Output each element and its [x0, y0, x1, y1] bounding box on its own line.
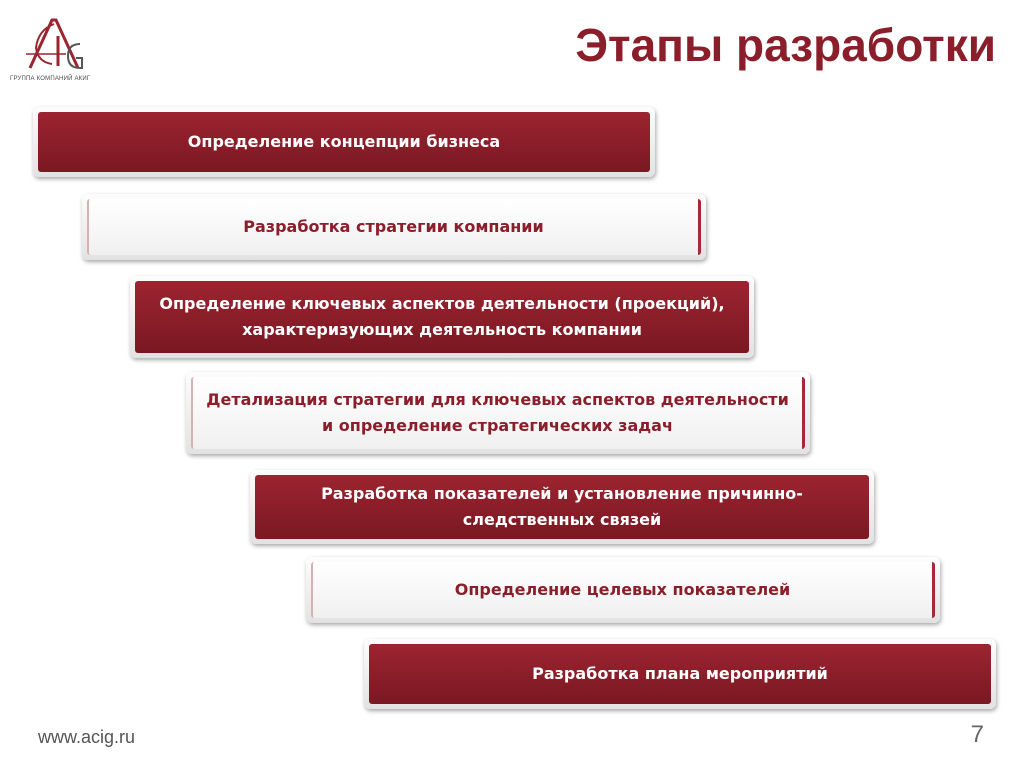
logo-caption: ГРУППА КОМПАНИЙ АКИГ [10, 76, 91, 82]
step-7: Разработка плана мероприятий [364, 639, 996, 709]
step-3: Определение ключевых аспектов деятельнос… [130, 276, 754, 358]
step-2: Разработка стратегии компании [82, 194, 706, 260]
step-2-label: Разработка стратегии компании [87, 199, 701, 255]
step-3-label: Определение ключевых аспектов деятельнос… [135, 281, 749, 353]
step-1: Определение концепции бизнеса [33, 107, 655, 177]
step-5-label: Разработка показателей и установление пр… [255, 475, 869, 539]
page-number: 7 [970, 721, 984, 748]
step-6: Определение целевых показателей [306, 557, 940, 623]
company-logo [8, 10, 108, 90]
step-4-label: Детализация стратегии для ключевых аспек… [191, 377, 805, 449]
step-5: Разработка показателей и установление пр… [250, 470, 874, 544]
step-7-label: Разработка плана мероприятий [369, 644, 991, 704]
footer-url[interactable]: www.acig.ru [38, 727, 136, 747]
step-1-label: Определение концепции бизнеса [38, 112, 650, 172]
step-4: Детализация стратегии для ключевых аспек… [186, 372, 810, 454]
page-title: Этапы разработки [575, 19, 996, 71]
step-6-label: Определение целевых показателей [311, 562, 935, 618]
